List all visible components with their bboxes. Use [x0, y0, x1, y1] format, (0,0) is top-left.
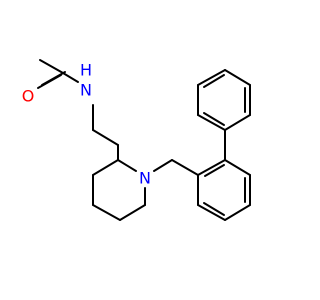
bond-carbonyl-oxygen-2 — [41, 71, 66, 86]
bond-ring-c6-c5 — [119, 204, 146, 221]
ring-nitrogen-label: N — [139, 169, 151, 188]
molecule-structure-diagram: O N H N — [22, 59, 251, 221]
bond-upper-ring-4 — [197, 69, 226, 86]
bond-carbonyl-amide-n — [62, 72, 79, 83]
bond-lower-ring-2 — [224, 159, 251, 176]
bond-lower-ring-inner-3 — [203, 202, 225, 216]
bond-lower-ring-inner-1 — [204, 164, 225, 177]
amide-hydrogen-label: H — [80, 61, 92, 80]
bond-lower-ring-1 — [197, 159, 226, 176]
bond-ring-c5-c4 — [92, 204, 121, 221]
bond-benzyl-ch2-aryl — [171, 159, 199, 176]
bond-ring-c2-n — [117, 159, 137, 172]
bond-methyl-carbonyl — [39, 59, 64, 74]
bond-upper-ring-1 — [224, 114, 251, 131]
bond-upper-ring-inner-3 — [203, 112, 225, 126]
amide-nitrogen-label: N — [80, 81, 92, 100]
bond-upper-ring-6 — [197, 114, 226, 131]
bond-upper-ring-3 — [224, 69, 251, 86]
bond-ch2-ch2 — [92, 129, 119, 146]
bond-ring-c3-c2 — [92, 159, 119, 176]
oxygen-atom-label: O — [22, 87, 35, 106]
bond-upper-ring-inner-2 — [203, 74, 225, 88]
structure-canvas: O N H N — [22, 59, 251, 221]
bond-lower-ring-5 — [197, 204, 226, 221]
bond-ring-n-benzyl-ch2 — [153, 159, 173, 172]
bond-lower-ring-4 — [224, 204, 251, 221]
